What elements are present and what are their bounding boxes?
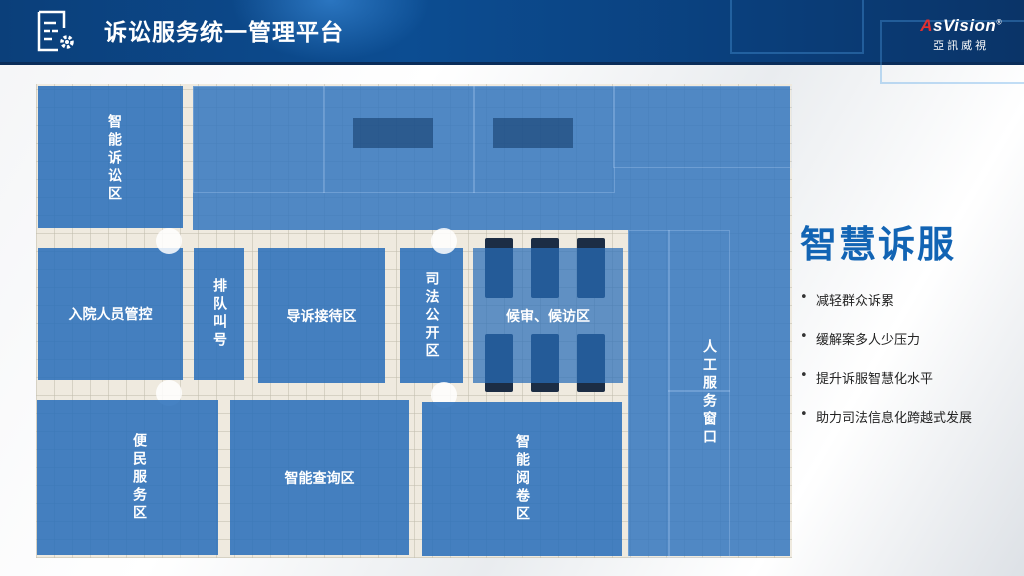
office-block — [193, 86, 792, 230]
zone-label: 智能诉讼区 — [106, 114, 122, 204]
logo-subtitle: 亞訊威視 — [933, 39, 990, 52]
benefit-item: 减轻群众诉累 — [800, 290, 972, 309]
benefit-list: 减轻群众诉累 缓解案多人少压力 提升诉服智慧化水平 助力司法信息化跨越式发展 — [800, 290, 972, 426]
zone-reception[interactable]: 导诉接待区 — [258, 248, 385, 383]
zone-convenience[interactable]: 便民服务区 — [37, 400, 218, 555]
header-decor-frame — [730, 0, 864, 54]
logo-mark: A — [920, 16, 933, 35]
zone-label: 智能阅卷区 — [514, 434, 530, 524]
zone-label: 智能查询区 — [284, 470, 355, 487]
document-settings-icon — [37, 10, 74, 52]
column-marker — [431, 228, 457, 254]
zone-label: 导诉接待区 — [286, 308, 357, 325]
floor-plan: 人工服务窗口 智能诉讼区 入院人员管控 排队叫号 导诉接待区 司法公开区 候审、… — [36, 84, 792, 558]
zone-manual-window[interactable]: 人工服务窗口 — [628, 230, 790, 558]
zone-label: 入院人员管控 — [68, 307, 153, 323]
header-bar: 诉讼服务统一管理平台 AsVision® 亞訊威視 — [0, 0, 1024, 84]
zone-label: 候审、候访区 — [506, 308, 590, 325]
zone-smart-query[interactable]: 智能查询区 — [230, 400, 409, 555]
zone-smart-litigation[interactable]: 智能诉讼区 — [38, 86, 183, 228]
benefit-item: 助力司法信息化跨越式发展 — [800, 407, 972, 426]
header-decor-frame — [880, 20, 1024, 84]
asvision-logo: AsVision® 亞訊威視 — [920, 16, 1002, 53]
zone-label: 人工服务窗口 — [701, 339, 717, 447]
side-heading: 智慧诉服 — [800, 223, 956, 266]
column-marker — [156, 228, 182, 254]
zone-queue-call[interactable]: 排队叫号 — [194, 248, 244, 380]
page-title: 诉讼服务统一管理平台 — [104, 20, 344, 46]
zone-label: 便民服务区 — [131, 432, 147, 523]
registered-mark: ® — [996, 19, 1002, 27]
zone-judicial-disclosure[interactable]: 司法公开区 — [400, 248, 463, 383]
zone-waiting[interactable]: 候审、候访区 — [473, 248, 623, 383]
benefit-item: 提升诉服智慧化水平 — [800, 368, 972, 387]
benefit-item: 缓解案多人少压力 — [800, 329, 972, 348]
zone-entry-control[interactable]: 入院人员管控 — [38, 248, 183, 380]
logo-wordmark: sVision — [932, 16, 997, 35]
header-glow — [230, 0, 430, 62]
zone-label: 排队叫号 — [211, 278, 227, 350]
side-panel: 智慧诉服 减轻群众诉累 缓解案多人少压力 提升诉服智慧化水平 助力司法信息化跨越… — [800, 214, 972, 446]
zone-smart-reading[interactable]: 智能阅卷区 — [422, 402, 622, 556]
zone-label: 司法公开区 — [423, 270, 440, 361]
